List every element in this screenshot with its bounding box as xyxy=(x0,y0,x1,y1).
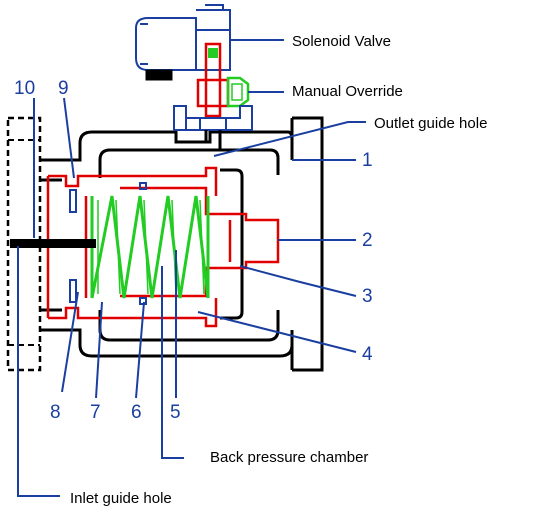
part-number-8: 8 xyxy=(50,402,61,423)
part-number-5: 5 xyxy=(170,402,181,423)
part-number-4: 4 xyxy=(362,344,373,365)
part-number-9: 9 xyxy=(58,78,69,99)
part-number-10: 10 xyxy=(14,78,35,99)
back-pressure-chamber-label: Back pressure chamber xyxy=(210,449,368,466)
inlet-guide-rod xyxy=(10,239,96,248)
solenoid-valve-label: Solenoid Valve xyxy=(292,33,391,50)
solenoid-assembly xyxy=(135,4,270,150)
right-flange xyxy=(290,116,324,372)
part-number-3: 3 xyxy=(362,286,373,307)
part-number-7: 7 xyxy=(90,402,101,423)
spring xyxy=(90,195,210,299)
left-flange xyxy=(6,116,42,372)
part-number-6: 6 xyxy=(131,402,142,423)
outlet-guide-hole-label: Outlet guide hole xyxy=(374,115,487,132)
manual-override-label: Manual Override xyxy=(292,83,403,100)
inlet-guide-hole-label: Inlet guide hole xyxy=(70,490,172,507)
part-number-2: 2 xyxy=(362,230,373,251)
callout-lines xyxy=(17,39,366,497)
part-number-1: 1 xyxy=(362,150,373,171)
